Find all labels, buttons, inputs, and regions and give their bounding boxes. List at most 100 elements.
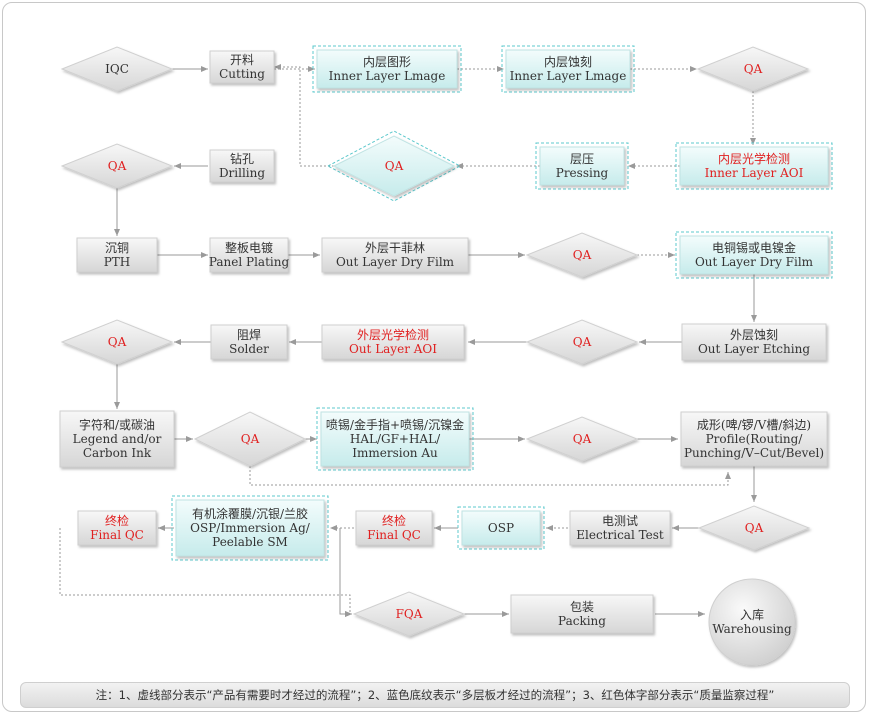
node-box <box>210 324 288 360</box>
node-diamond <box>525 232 639 278</box>
node-label: QA <box>241 432 260 446</box>
node-label: 有机涂覆膜/沉银/兰胶 <box>192 506 308 521</box>
connector-optional <box>249 466 731 486</box>
node-box <box>679 146 829 186</box>
node-label: FQA <box>396 607 423 621</box>
node-diamond <box>193 411 307 467</box>
node-label: OSP/Immersion Ag/ <box>190 521 311 535</box>
node-label: Drilling <box>219 166 265 180</box>
node-label: Packing <box>558 614 606 628</box>
connector <box>339 528 352 617</box>
node-label: 外层干菲林 <box>365 241 425 255</box>
node-label: Carbon Ink <box>83 446 152 460</box>
node-box <box>209 237 289 273</box>
node-dashed-border <box>312 45 462 93</box>
node-iqc: IQC <box>60 46 174 92</box>
node-qa3: QA <box>60 143 174 189</box>
node-label: Legend and/or <box>73 432 162 446</box>
node-box <box>320 411 470 467</box>
node-label: Solder <box>229 342 269 356</box>
node-label: 外层蚀刻 <box>730 328 778 342</box>
node-dashed-border <box>501 45 635 93</box>
node-label: QA <box>108 159 127 173</box>
connectors <box>59 64 757 617</box>
node-label: Out Layer Dry Film <box>336 255 455 269</box>
node-box <box>76 237 158 273</box>
node-qa7: QA <box>193 411 307 467</box>
node-label: 成形(啤/锣/V槽/斜边) <box>697 417 811 432</box>
node-label: 层压 <box>570 152 594 166</box>
node-qa2: QA <box>326 130 462 202</box>
node-label: Inner Layer Lmage <box>329 69 446 83</box>
node-label: Punching/V–Cut/Bevel) <box>684 446 824 460</box>
node-box <box>681 323 827 361</box>
legend-note: 注：1、虚线部分表示“产品有需要时才经过的流程”；2、蓝色底纹表示“多层板才经过… <box>20 682 850 708</box>
node-osp: OSP <box>457 506 545 550</box>
node-label: QA <box>385 159 404 173</box>
node-label: QA <box>573 335 592 349</box>
node-label: 终检 <box>105 513 129 528</box>
node-label: 内层图形 <box>363 55 411 69</box>
node-label: 沉铜 <box>105 240 129 255</box>
node-box <box>461 510 541 546</box>
node-box <box>510 594 654 634</box>
node-dashed-border <box>535 142 629 190</box>
node-box <box>316 49 458 89</box>
node-box <box>569 510 671 546</box>
node-label: HAL/GF+HAL/ <box>350 432 441 446</box>
node-label: QA <box>573 432 592 446</box>
node-label: 电测试 <box>602 513 638 528</box>
node-box <box>175 499 325 557</box>
node-label: Pressing <box>556 166 609 180</box>
node-label: Out Layer Dry Film <box>695 255 814 269</box>
node-label: Inner Layer Lmage <box>510 69 627 83</box>
node-box <box>679 235 829 275</box>
node-box <box>355 510 433 546</box>
node-label: Inner Layer AOI <box>705 166 804 180</box>
node-label: 终检 <box>382 513 406 528</box>
node-label: 阻焊 <box>237 327 261 342</box>
node-diamond <box>525 416 639 462</box>
node-label: QA <box>573 248 592 262</box>
node-dashed-border <box>316 407 474 471</box>
node-diamond <box>352 591 466 637</box>
node-label: Peelable SM <box>212 535 288 549</box>
node-label: 整板电镀 <box>225 240 273 255</box>
node-label: QA <box>744 62 763 76</box>
node-qa6: QA <box>60 319 174 365</box>
node-label: QA <box>108 335 127 349</box>
node-label: 电铜锡或电镍金 <box>712 240 796 255</box>
node-profile: 成形(啤/锣/V槽/斜边)Profile(Routing/Punching/V–… <box>680 411 828 467</box>
node-label: 内层蚀刻 <box>544 55 592 69</box>
node-label: Final QC <box>367 528 421 542</box>
node-diamond <box>696 46 810 92</box>
node-qa1: QA <box>696 46 810 92</box>
node-dashed-border <box>675 142 833 190</box>
node-label: Immersion Au <box>352 446 438 460</box>
node-diamond <box>60 46 174 92</box>
node-label: Final QC <box>90 528 144 542</box>
node-box <box>209 50 275 84</box>
node-label: 钻孔 <box>230 151 254 166</box>
node-dashed-border <box>675 231 833 279</box>
node-label: Profile(Routing/ <box>706 432 804 446</box>
node-box <box>321 324 465 360</box>
node-label: Out Layer Etching <box>698 342 810 356</box>
node-box <box>59 410 175 468</box>
node-label: Electrical Test <box>576 528 664 542</box>
